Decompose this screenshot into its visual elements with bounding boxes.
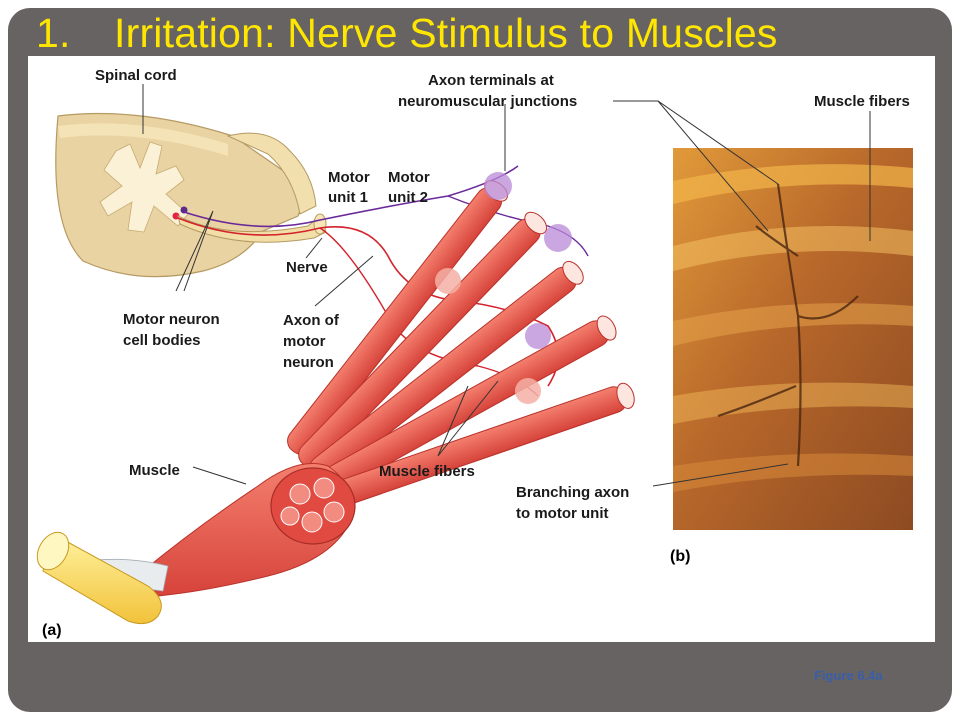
label-motor-unit-2-line2: unit 2 <box>388 189 428 206</box>
spinal-cord <box>55 112 317 278</box>
label-motor-neuron-line2: cell bodies <box>123 332 201 349</box>
junction-cluster-2 <box>544 224 572 252</box>
nerve-muscle-diagram: Spinal cord Motor unit 1 Motor unit 2 Ne… <box>36 67 913 639</box>
label-axon-line3: neuron <box>283 354 334 371</box>
label-muscle-fibers-b: Muscle fibers <box>814 93 910 110</box>
motor-neuron-body-1 <box>172 212 180 220</box>
label-axon-terminals-line1: Axon terminals at <box>428 72 554 89</box>
label-motor-unit-1-line1: Motor <box>328 169 370 186</box>
junction-cluster-1 <box>484 172 512 200</box>
junction-cluster-5 <box>515 378 541 404</box>
label-spinal-cord: Spinal cord <box>95 67 177 84</box>
figure-credit: Figure 6.4a <box>814 668 883 683</box>
micrograph <box>673 148 913 530</box>
panel-label-a: (a) <box>42 622 62 639</box>
label-axon-line2: motor <box>283 333 326 350</box>
leader-lines <box>142 84 871 487</box>
label-axon-line1: Axon of <box>283 312 340 329</box>
title-text: Irritation: Nerve Stimulus to Muscles <box>114 10 778 56</box>
label-axon-terminals-line2: neuromuscular junctions <box>398 93 577 110</box>
panel-label-b: (b) <box>670 548 690 565</box>
figure-panel: Spinal cord Motor unit 1 Motor unit 2 Ne… <box>28 56 935 642</box>
slide-title: 1. Irritation: Nerve Stimulus to Muscles <box>36 10 778 57</box>
label-muscle: Muscle <box>129 462 180 479</box>
muscle-fibers-drawing <box>287 172 635 510</box>
label-branching-line1: Branching axon <box>516 484 629 501</box>
title-number: 1. <box>36 10 71 56</box>
label-muscle-fibers-a: Muscle fibers <box>379 463 475 480</box>
junction-cluster-4 <box>525 323 551 349</box>
label-motor-neuron-line1: Motor neuron <box>123 311 220 328</box>
label-branching-line2: to motor unit <box>516 505 608 522</box>
label-nerve: Nerve <box>286 259 328 276</box>
label-motor-unit-1-line2: unit 1 <box>328 189 368 206</box>
tendon <box>36 531 162 625</box>
junction-cluster-3 <box>435 268 461 294</box>
label-motor-unit-2-line1: Motor <box>388 169 430 186</box>
